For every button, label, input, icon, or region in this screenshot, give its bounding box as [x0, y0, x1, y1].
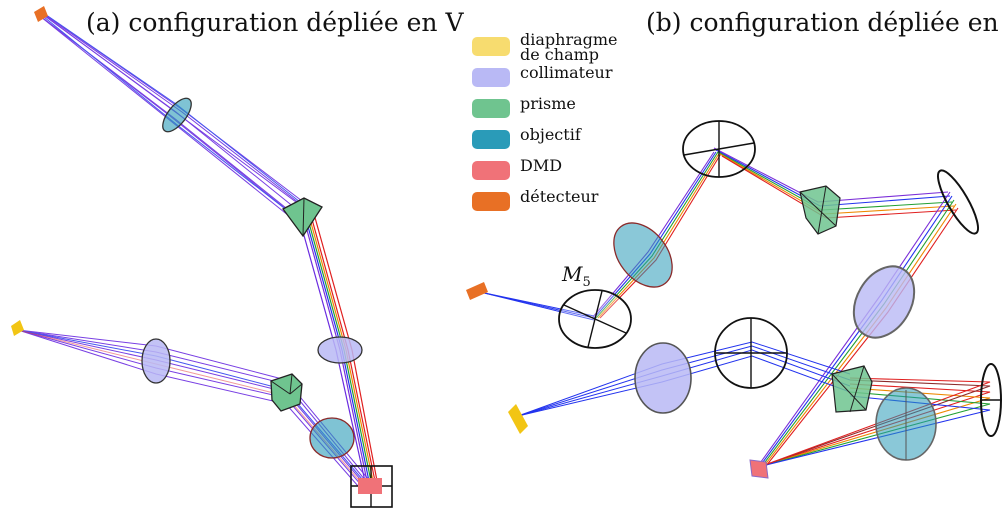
panel-a [11, 6, 393, 508]
mirror-b-lower [714, 317, 788, 389]
legend-swatch [472, 161, 510, 180]
panel-b [466, 120, 1002, 479]
field-stop-b [508, 404, 528, 434]
legend-label: collimateur [520, 63, 613, 82]
mirror-m5 [558, 289, 632, 349]
collimator-a-lower [141, 338, 171, 384]
panel-a-title: (a) configuration dépliée en V [86, 8, 464, 37]
legend-swatch [472, 130, 510, 149]
legend-label: prisme [520, 94, 576, 113]
mirror-b-right [937, 169, 979, 235]
legend-label: DMD [520, 156, 563, 175]
collimator-a-upper [162, 97, 192, 133]
prism-a-lower [270, 373, 303, 412]
collimator-a-middle [317, 336, 363, 364]
dmd-a [350, 465, 393, 508]
legend-label: objectif [520, 125, 581, 144]
mirror-letter: M [562, 262, 583, 286]
legend-swatch [472, 68, 510, 87]
legend-label: diaphragme de champ [520, 30, 618, 64]
prism-a-upper [282, 197, 323, 238]
legend-swatch [472, 99, 510, 118]
objective-a [309, 417, 355, 459]
ray-bundle-b-detector [479, 291, 595, 321]
collimator-b-lower [634, 342, 692, 414]
dmd-b [749, 459, 769, 479]
panel-b-title: (b) configuration dépliée en M [646, 8, 1005, 37]
mirror-index: 5 [582, 275, 591, 290]
objective-b-upper [613, 222, 673, 288]
detector-a [34, 6, 48, 22]
legend-label: détecteur [520, 187, 599, 206]
prism-b-top [799, 185, 841, 235]
field-stop-a [11, 320, 24, 336]
legend-swatch [472, 192, 510, 211]
collimator-b-middle [852, 265, 916, 339]
objective-b-lower [875, 387, 937, 461]
ray-bundle-b-lower [517, 341, 851, 417]
mirror-b-far-right [980, 363, 1002, 437]
mirror-m5-label: M5 [562, 262, 591, 290]
detector-b [466, 282, 488, 300]
mirror-b-top [682, 120, 756, 178]
prism-b-lower [831, 365, 873, 413]
legend-swatch [472, 37, 510, 56]
